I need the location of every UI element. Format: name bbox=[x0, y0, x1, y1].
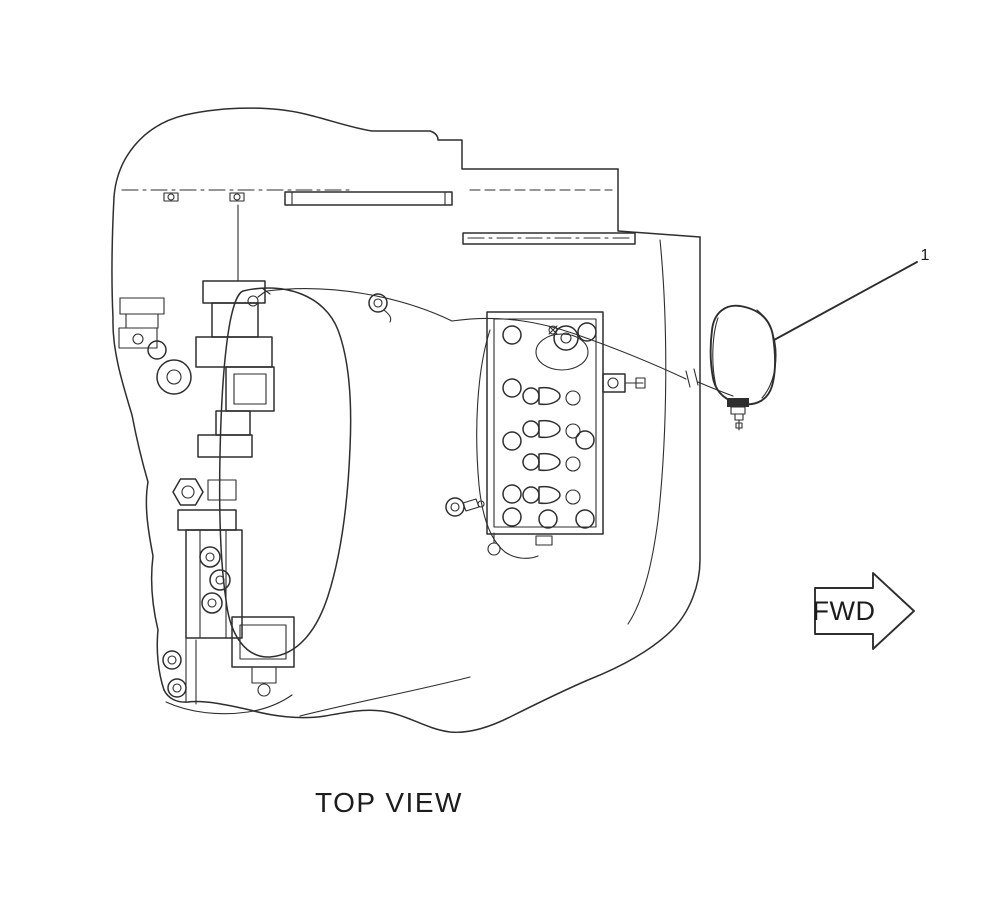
top-rail-details bbox=[121, 189, 636, 282]
fwd-arrow-shape bbox=[814, 572, 915, 650]
leader-line-part-1 bbox=[773, 261, 918, 341]
injector-unit bbox=[522, 485, 581, 505]
injector-group bbox=[522, 386, 581, 505]
lifting-eye-rear bbox=[445, 497, 553, 556]
view-title: TOP VIEW bbox=[315, 787, 463, 818]
injector-unit bbox=[522, 386, 581, 406]
injector-unit bbox=[522, 452, 581, 472]
fwd-label: FWD bbox=[813, 596, 876, 626]
machine-body-outline bbox=[111, 107, 701, 734]
callout-part-1: 1 bbox=[773, 247, 930, 341]
part-number-label: 1 bbox=[921, 247, 930, 264]
injector-unit bbox=[522, 419, 581, 439]
cylinder-head-block bbox=[486, 311, 646, 535]
lifting-eye-front bbox=[368, 293, 392, 323]
lamp-connector bbox=[727, 398, 749, 431]
center-cover bbox=[218, 287, 453, 658]
left-valve-assembly bbox=[118, 280, 295, 715]
fwd-arrow: FWD bbox=[813, 572, 915, 650]
lamp-part bbox=[709, 304, 777, 431]
